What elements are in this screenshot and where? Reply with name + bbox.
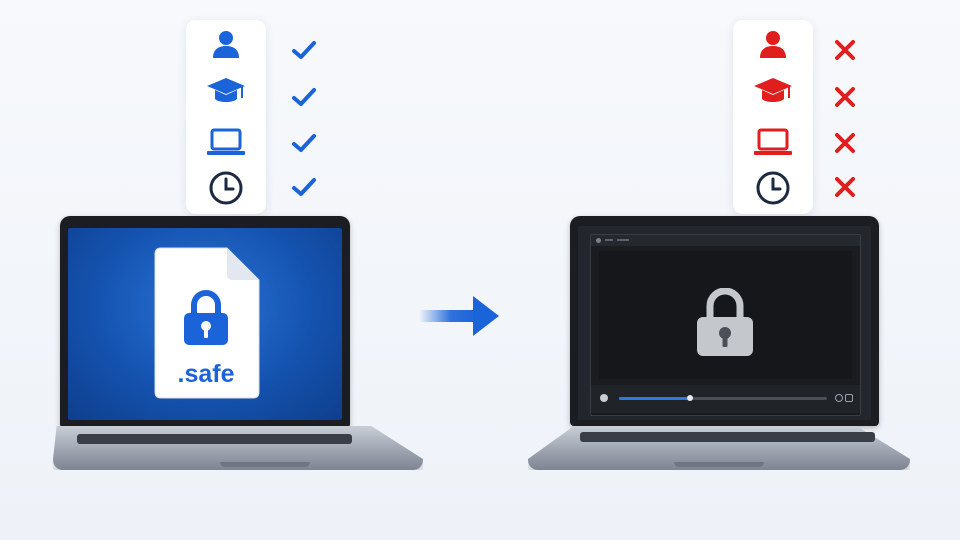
right-laptop-notch (674, 462, 764, 467)
clock-icon (209, 171, 243, 205)
left-status-marks (284, 20, 324, 214)
user-icon (760, 31, 786, 58)
settings-icon[interactable] (835, 394, 843, 402)
player-controls (591, 385, 860, 413)
right-time-row (733, 168, 813, 208)
x-mark-row (825, 123, 865, 163)
right-education-row (733, 72, 813, 112)
x-mark-row (825, 30, 865, 70)
right-device-row (733, 122, 813, 162)
player-title-placeholder (617, 239, 629, 241)
x-mark-row (825, 77, 865, 117)
file-extension-label: .safe (177, 360, 235, 388)
right-attribute-panel (733, 20, 813, 214)
progress-track[interactable] (619, 395, 827, 401)
left-time-row (186, 168, 266, 208)
checkmark-row (284, 77, 324, 117)
progress-knob[interactable] (686, 395, 693, 401)
right-laptop-screen-frame (570, 216, 879, 426)
checkmark-row (284, 30, 324, 70)
play-icon[interactable] (600, 394, 608, 402)
left-laptop-notch (220, 462, 310, 467)
clock-icon (756, 171, 790, 205)
direction-arrow (415, 294, 505, 338)
safe-file-card: .safe (151, 246, 261, 400)
left-attribute-panel (186, 20, 266, 214)
left-laptop: .safe (53, 216, 430, 476)
checkmark-row (284, 167, 324, 207)
laptop-icon (207, 128, 245, 155)
x-mark-icon (835, 87, 855, 107)
left-laptop-screen-frame: .safe (60, 216, 350, 428)
x-mark-icon (835, 177, 855, 197)
player-titlebar (591, 235, 860, 246)
left-education-row (186, 72, 266, 112)
left-device-row (186, 122, 266, 162)
lock-icon (697, 288, 753, 356)
checkmark-icon (292, 41, 316, 59)
progress-fill (619, 397, 690, 400)
checkmark-icon (292, 88, 316, 106)
player-viewport (599, 251, 852, 379)
right-laptop-keyboard (580, 432, 875, 442)
right-laptop (528, 216, 913, 476)
player-title-placeholder (605, 239, 613, 241)
graduation-cap-icon (207, 78, 245, 102)
right-user-row (733, 24, 813, 64)
graduation-cap-icon (754, 78, 792, 102)
left-user-row (186, 24, 266, 64)
checkmark-row (284, 123, 324, 163)
checkmark-icon (292, 178, 316, 196)
left-laptop-keyboard (77, 434, 352, 444)
arrow-right-icon (419, 296, 499, 336)
x-mark-icon (835, 40, 855, 60)
fullscreen-icon[interactable] (845, 394, 853, 402)
x-mark-row (825, 167, 865, 207)
right-status-marks (825, 20, 865, 214)
player-dot-icon (596, 238, 601, 243)
user-icon (213, 31, 239, 58)
lock-icon (184, 290, 228, 345)
laptop-icon (754, 128, 792, 155)
x-mark-icon (835, 133, 855, 153)
checkmark-icon (292, 134, 316, 152)
video-player (590, 234, 861, 416)
